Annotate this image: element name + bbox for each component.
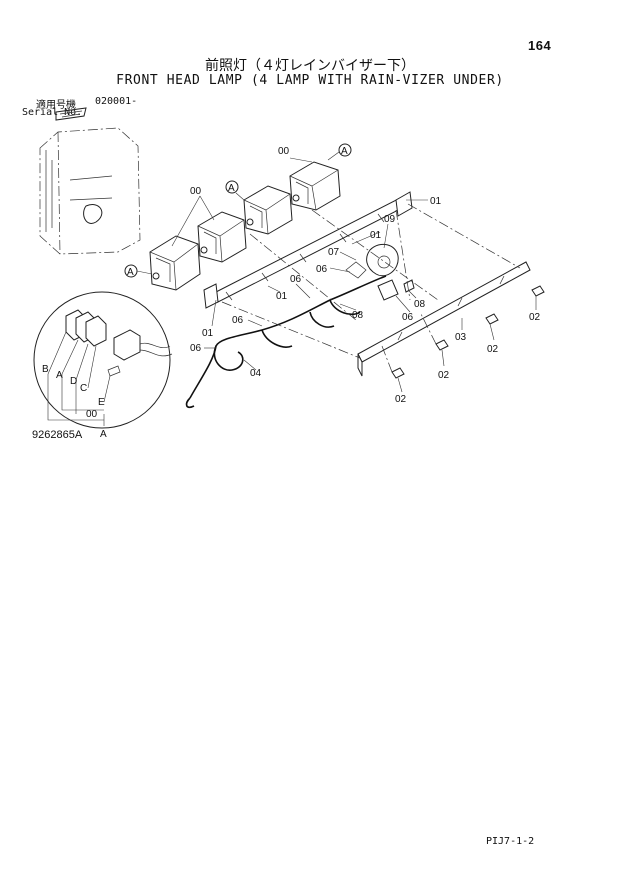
callout-09: 09 <box>384 214 396 225</box>
ref-marker-2: A <box>225 180 245 201</box>
head-lamp-3 <box>243 185 293 235</box>
callout-00-a: 00 <box>278 146 290 157</box>
detail-callout-A: A <box>100 429 107 440</box>
callout-00-b: 00 <box>190 186 202 197</box>
ref-marker-3-letter: A <box>127 267 134 278</box>
callout-08-b: 08 <box>352 310 364 321</box>
leader-lines <box>171 157 537 393</box>
callout-06-d: 06 <box>190 343 202 354</box>
page-title-english: FRONT HEAD LAMP (4 LAMP WITH RAIN-VIZER … <box>116 73 504 88</box>
support-bar <box>357 261 531 377</box>
serial-label-english: Serial No. <box>22 107 83 118</box>
serial-label-japanese: 適用号機 <box>36 100 76 111</box>
machine-cab-thumbnail <box>39 107 141 255</box>
callout-06-c: 06 <box>232 315 244 326</box>
callout-08-a: 08 <box>414 299 426 310</box>
detail-letter-E: E <box>98 397 105 408</box>
wiring-harness <box>185 243 415 409</box>
page-number: 164 <box>528 38 552 53</box>
head-lamp-4 <box>289 161 341 211</box>
detail-letter-C: C <box>80 383 87 394</box>
callout-06-a: 06 <box>316 264 328 275</box>
head-lamp-2 <box>197 211 247 263</box>
callout-02-c: 02 <box>438 370 450 381</box>
callout-01-d: 01 <box>202 328 214 339</box>
head-lamp-1 <box>149 235 201 291</box>
detail-letter-D: D <box>70 376 77 387</box>
callout-07: 07 <box>328 247 340 258</box>
callout-06-e: 06 <box>402 312 414 323</box>
callout-04: 04 <box>250 368 262 379</box>
ref-marker-1: A <box>327 143 352 161</box>
callout-01-a: 01 <box>430 196 442 207</box>
footer-code: PIJ7-1-2 <box>486 836 535 847</box>
callout-01-b: 01 <box>370 230 382 241</box>
callout-01-c: 01 <box>276 291 288 302</box>
drawing-number: 9262865A <box>32 429 83 441</box>
detail-letter-A: A <box>56 370 63 381</box>
alignment-lines <box>221 203 521 373</box>
page-title-japanese: 前照灯（４灯レインバイザー下） <box>205 57 415 73</box>
callout-02-b: 02 <box>487 344 499 355</box>
ref-marker-2-letter: A <box>228 183 235 194</box>
detail-letter-B: B <box>42 364 49 375</box>
ref-marker-1-letter: A <box>341 146 348 157</box>
detail-callout-00: 00 <box>86 409 98 420</box>
ref-marker-3: A <box>124 264 153 278</box>
serial-value: 020001- <box>95 96 138 107</box>
detail-inset <box>33 291 173 429</box>
callout-02-d: 02 <box>395 394 407 405</box>
callout-06-b: 06 <box>290 274 302 285</box>
bolt-set <box>391 285 545 379</box>
callout-02-a: 02 <box>529 312 541 323</box>
rain-visor-bar <box>203 191 413 309</box>
callout-03: 03 <box>455 332 467 343</box>
